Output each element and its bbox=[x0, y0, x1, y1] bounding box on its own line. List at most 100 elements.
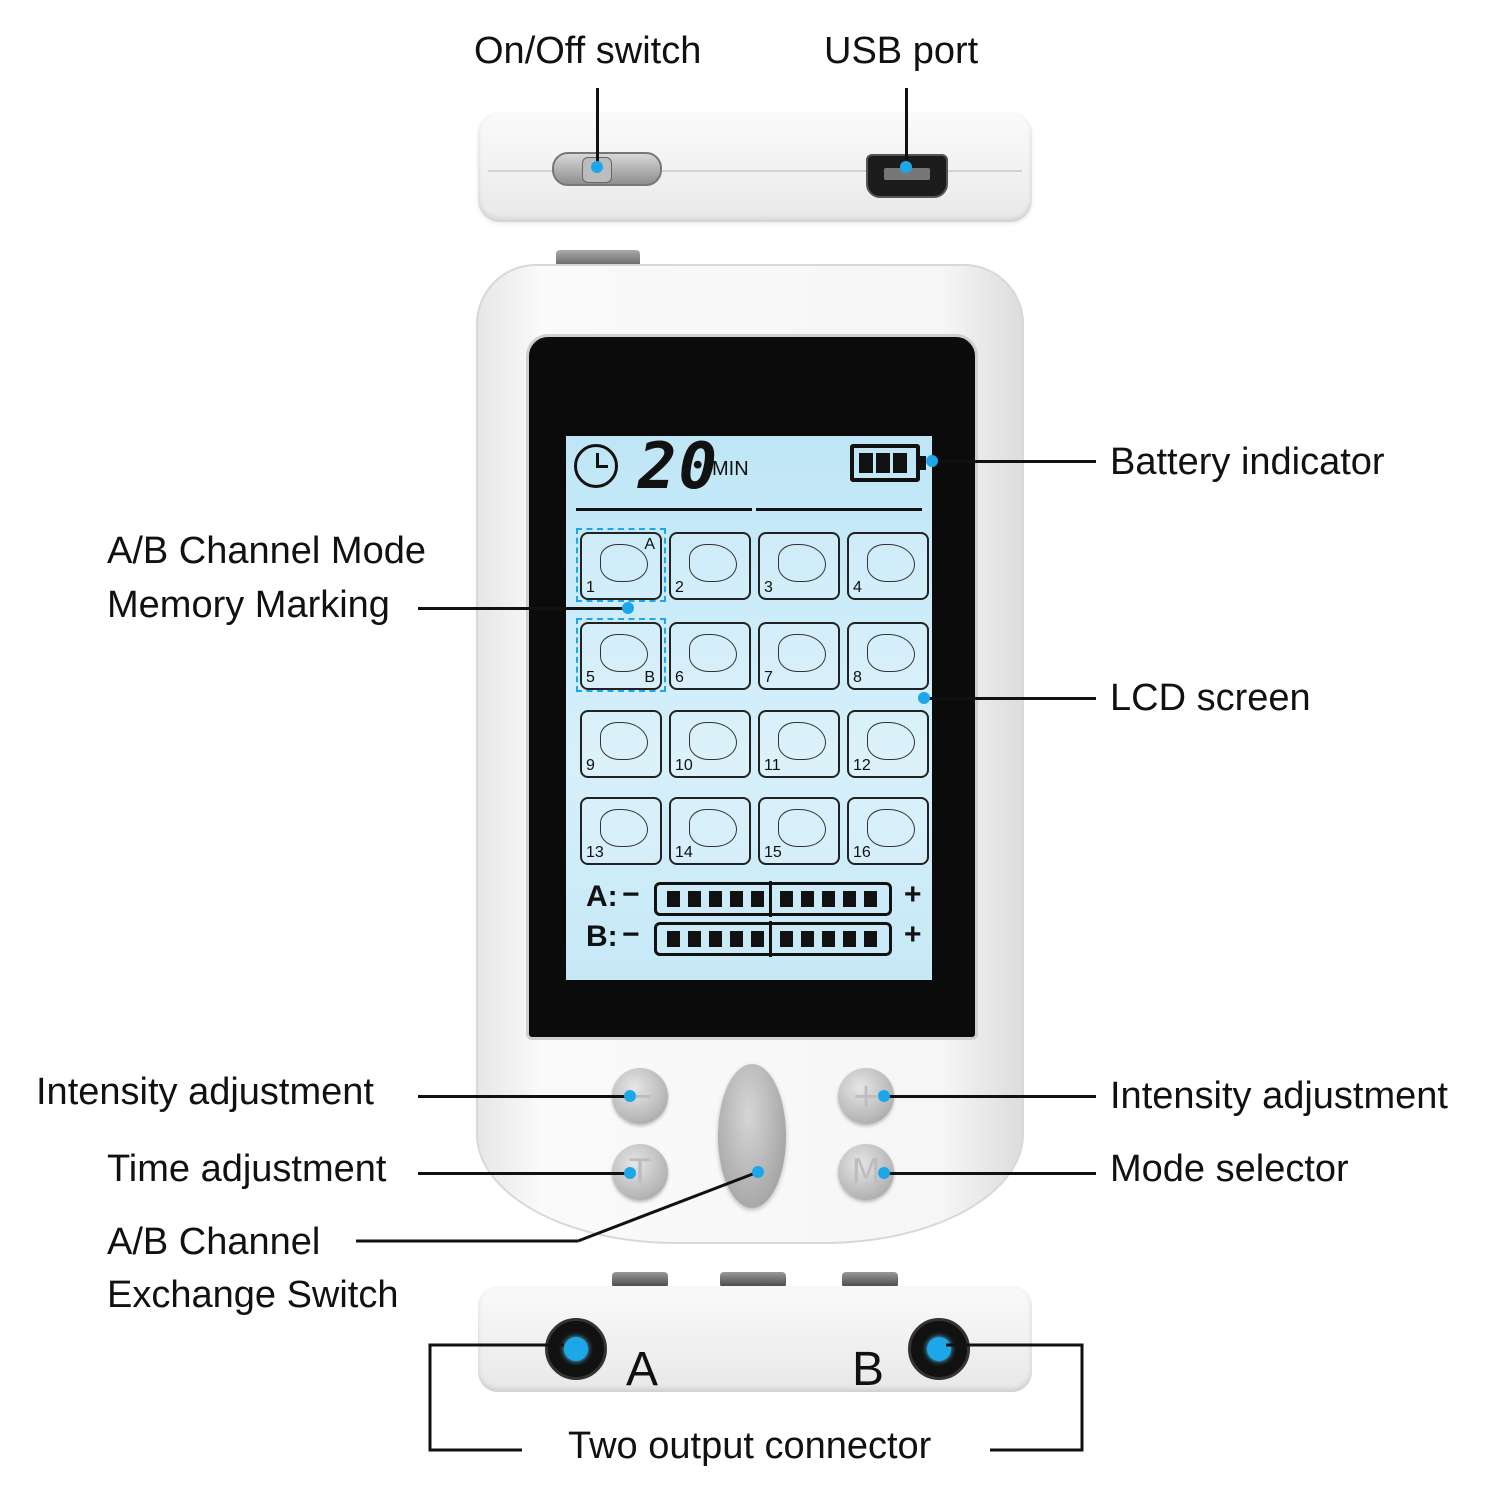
intensity-segment bbox=[843, 891, 856, 907]
timer-unit: MIN bbox=[712, 458, 749, 480]
mode-number: 15 bbox=[764, 844, 782, 861]
channel-a-intensity-bar bbox=[654, 881, 892, 917]
mode-number: 9 bbox=[586, 757, 595, 774]
mode-13-tile: 13 bbox=[580, 797, 662, 865]
label-two-output: Two output connector bbox=[568, 1425, 932, 1467]
intensity-segment bbox=[751, 891, 764, 907]
mode-number: 8 bbox=[853, 669, 862, 686]
mode-number: 1 bbox=[586, 579, 595, 596]
massage-illustration-icon bbox=[600, 722, 648, 760]
channel-a-label: A: bbox=[586, 880, 618, 913]
battery-cell bbox=[893, 453, 907, 473]
mode-15-tile: 15 bbox=[758, 797, 840, 865]
mode-8-tile: 8 bbox=[847, 622, 929, 690]
leader-line-time bbox=[418, 1172, 630, 1175]
memory-marking-a bbox=[576, 528, 666, 602]
mode-6-tile: 6 bbox=[669, 622, 751, 690]
intensity-segment bbox=[864, 891, 877, 907]
leader-line-intensity-right bbox=[884, 1095, 1096, 1098]
lcd-divider bbox=[756, 508, 922, 511]
lcd-divider bbox=[576, 508, 752, 511]
jack-a-letter: A bbox=[626, 1343, 659, 1396]
callout-dot bbox=[622, 602, 634, 614]
intensity-segment bbox=[822, 891, 835, 907]
mode-14-tile: 14 bbox=[669, 797, 751, 865]
mode-11-tile: 11 bbox=[758, 710, 840, 778]
label-usb-port: USB port bbox=[824, 30, 979, 72]
label-intensity-left: Intensity adjustment bbox=[36, 1071, 374, 1113]
massage-illustration-icon bbox=[600, 809, 648, 847]
clock-icon bbox=[574, 444, 618, 488]
timer-value: 20 bbox=[638, 430, 720, 504]
label-exchange-line1: A/B Channel bbox=[107, 1221, 321, 1263]
massage-illustration-icon bbox=[689, 722, 737, 760]
mode-number: 6 bbox=[675, 669, 684, 686]
intensity-segment bbox=[801, 931, 814, 947]
label-memory-line1: A/B Channel Mode bbox=[107, 530, 426, 572]
massage-illustration-icon bbox=[778, 722, 826, 760]
mode-16-tile: 16 bbox=[847, 797, 929, 865]
leader-line-battery bbox=[932, 460, 1096, 463]
label-mode-selector: Mode selector bbox=[1110, 1148, 1349, 1190]
callout-dot bbox=[926, 455, 938, 467]
massage-illustration-icon bbox=[600, 544, 648, 582]
mode-number: 10 bbox=[675, 757, 693, 774]
intensity-segment bbox=[709, 931, 722, 947]
intensity-segment bbox=[667, 931, 680, 947]
mode-number: 7 bbox=[764, 669, 773, 686]
mode-number: 3 bbox=[764, 579, 773, 596]
callout-dot bbox=[624, 1090, 636, 1102]
massage-illustration-icon bbox=[689, 634, 737, 672]
mode-number: 5 bbox=[586, 669, 595, 686]
massage-illustration-icon bbox=[867, 809, 915, 847]
intensity-segment bbox=[780, 891, 793, 907]
callout-dot bbox=[624, 1167, 636, 1179]
memory-marking-b bbox=[576, 618, 666, 692]
output-jack-b[interactable] bbox=[908, 1318, 970, 1380]
label-on-off-switch: On/Off switch bbox=[474, 30, 702, 72]
label-memory-line2: Memory Marking bbox=[107, 584, 390, 626]
massage-illustration-icon bbox=[689, 809, 737, 847]
intensity-segment bbox=[822, 931, 835, 947]
channel-b-label: B: bbox=[586, 920, 618, 953]
mode-7-tile: 7 bbox=[758, 622, 840, 690]
battery-cell bbox=[859, 453, 873, 473]
ab-channel-exchange-switch[interactable] bbox=[718, 1064, 786, 1208]
massage-illustration-icon bbox=[778, 809, 826, 847]
intensity-segment bbox=[751, 931, 764, 947]
bar-midline bbox=[769, 881, 772, 917]
mode-number: 14 bbox=[675, 844, 693, 861]
mode-9-tile: 9 bbox=[580, 710, 662, 778]
massage-illustration-icon bbox=[867, 544, 915, 582]
channel-b-plus: + bbox=[904, 918, 922, 951]
mode-12-tile: 12 bbox=[847, 710, 929, 778]
intensity-segment bbox=[688, 931, 701, 947]
callout-dot bbox=[900, 161, 912, 173]
massage-illustration-icon bbox=[867, 722, 915, 760]
bottom-tab bbox=[612, 1272, 668, 1288]
channel-b-minus: − bbox=[622, 918, 640, 951]
callout-dot bbox=[878, 1167, 890, 1179]
mode-symbol: M bbox=[851, 1152, 881, 1192]
massage-illustration-icon bbox=[778, 544, 826, 582]
usb-port-pins bbox=[884, 168, 930, 180]
output-jack-a[interactable] bbox=[545, 1318, 607, 1380]
bottom-tab bbox=[842, 1272, 898, 1288]
massage-illustration-icon bbox=[689, 544, 737, 582]
leader-line-memory bbox=[418, 607, 628, 610]
mode-number: 4 bbox=[853, 579, 862, 596]
callout-dot bbox=[591, 161, 603, 173]
battery-icon bbox=[850, 444, 926, 482]
label-battery-indicator: Battery indicator bbox=[1110, 441, 1385, 483]
intensity-segment bbox=[864, 931, 877, 947]
on-off-switch[interactable] bbox=[552, 152, 662, 186]
jack-b-letter: B bbox=[852, 1343, 885, 1396]
label-lcd-screen: LCD screen bbox=[1110, 677, 1311, 719]
channel-b-intensity-bar bbox=[654, 921, 892, 957]
leader-line-on-off bbox=[596, 88, 599, 168]
intensity-segment bbox=[709, 891, 722, 907]
